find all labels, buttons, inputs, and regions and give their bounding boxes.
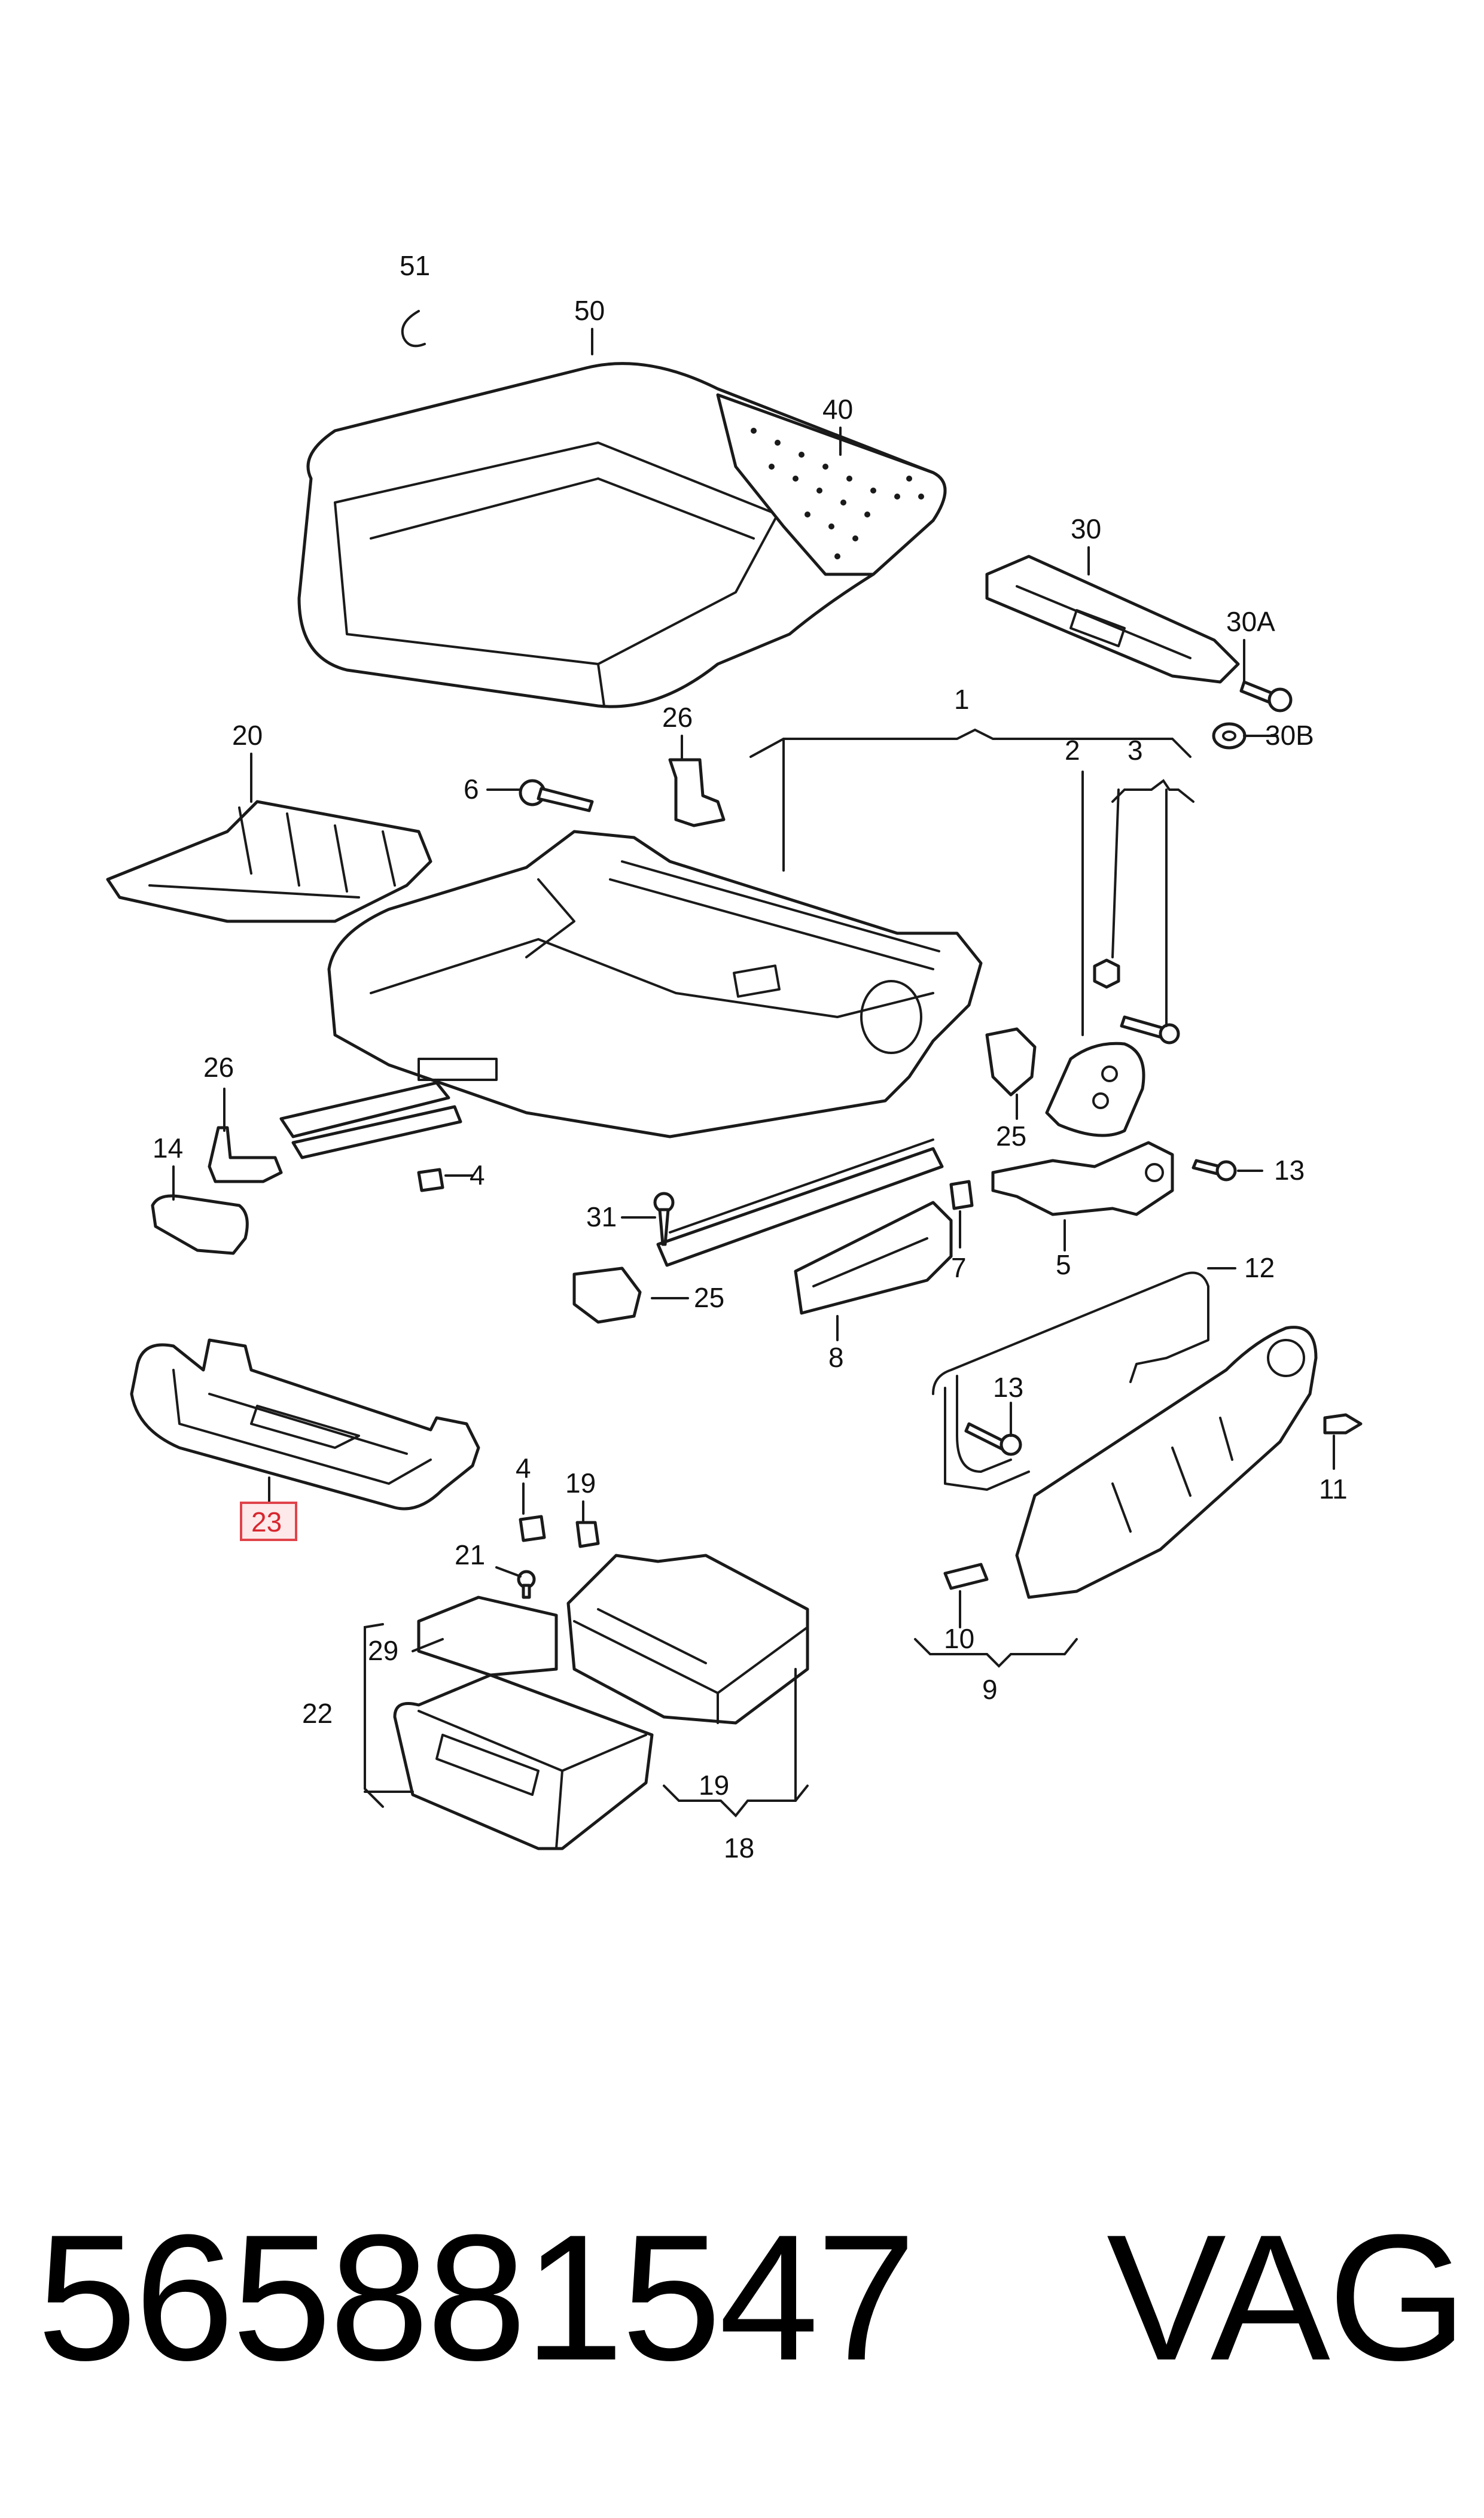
label-30b: 30B xyxy=(1265,720,1314,751)
label-9: 9 xyxy=(982,1674,998,1705)
part-30b-nut xyxy=(1212,722,1247,750)
callout-labels: 51 50 40 30 30A 30B 20 26 6 1 2 3 26 14 … xyxy=(153,250,1348,1864)
label-21: 21 xyxy=(455,1539,485,1570)
label-30: 30 xyxy=(1071,513,1101,544)
part-30-bracket xyxy=(985,555,1240,684)
part-7-clip xyxy=(949,1180,974,1210)
part-25-clip-right xyxy=(985,1027,1037,1097)
part-40-seat-insert xyxy=(716,393,947,576)
part-3-fasteners xyxy=(1093,958,1180,1045)
part-23-tray xyxy=(130,1338,480,1511)
label-12: 12 xyxy=(1244,1252,1275,1283)
part-14-cap xyxy=(151,1194,249,1255)
part-26-clip-lower xyxy=(208,1126,283,1183)
part-22-drawer xyxy=(393,1673,654,1850)
part-1-seat-frame xyxy=(327,830,983,1138)
label-4-upper: 4 xyxy=(516,1453,531,1484)
label-29: 29 xyxy=(368,1635,398,1666)
label-11: 11 xyxy=(1319,1473,1348,1505)
part-30a-screw xyxy=(1239,680,1293,713)
part-13-screw-lower xyxy=(964,1422,1022,1456)
label-13-upper: 13 xyxy=(1274,1155,1305,1186)
part-13-screw-upper xyxy=(1192,1159,1237,1182)
leader-lines xyxy=(172,328,1335,1817)
part-9-side-panel xyxy=(1015,1326,1318,1599)
part-18-drawer-housing xyxy=(566,1554,809,1725)
label-50: 50 xyxy=(574,295,605,326)
part-21-bolt xyxy=(517,1570,536,1599)
part-5-bracket xyxy=(991,1141,1174,1216)
part-25-clip-lower xyxy=(572,1266,642,1324)
part-12-wire-frame xyxy=(932,1271,1209,1491)
label-6: 6 xyxy=(464,774,479,805)
part-10-clip xyxy=(943,1563,989,1590)
part-6-bolt xyxy=(519,779,594,812)
brand-label: VAG xyxy=(1107,2197,1467,2398)
label-22: 22 xyxy=(302,1698,333,1729)
label-18: 18 xyxy=(724,1832,754,1864)
label-1: 1 xyxy=(954,684,970,715)
part-seat-rail-right xyxy=(656,1138,944,1267)
label-26-upper: 26 xyxy=(662,702,693,733)
label-13-lower: 13 xyxy=(993,1372,1023,1403)
highlight-box-23 xyxy=(240,1502,297,1541)
part-4-clip-upper xyxy=(519,1515,546,1542)
part-26-clip-upper xyxy=(668,758,726,827)
label-7: 7 xyxy=(951,1252,967,1283)
part-20-seat-mat xyxy=(106,800,432,923)
label-20: 20 xyxy=(232,720,263,751)
label-8: 8 xyxy=(828,1342,844,1373)
label-30a: 30A xyxy=(1226,606,1275,637)
part-29-pad xyxy=(417,1596,558,1677)
label-5: 5 xyxy=(1056,1249,1071,1280)
label-19-group: 19 xyxy=(699,1770,729,1801)
label-3: 3 xyxy=(1128,735,1143,766)
part-4-clip-small xyxy=(417,1168,444,1192)
label-4-lower: 4 xyxy=(470,1159,485,1191)
label-31: 31 xyxy=(586,1201,617,1232)
part-31-screw xyxy=(653,1192,675,1246)
part-seat-rail-left xyxy=(279,1081,462,1159)
label-19-pin: 19 xyxy=(565,1467,596,1499)
label-23-highlighted: 23 xyxy=(251,1506,282,1537)
part-51-clip xyxy=(401,310,426,348)
label-2: 2 xyxy=(1065,735,1080,766)
label-14: 14 xyxy=(153,1132,183,1164)
label-10: 10 xyxy=(944,1623,974,1654)
label-51: 51 xyxy=(400,250,430,281)
label-25-right: 25 xyxy=(996,1121,1026,1152)
part-11-clip xyxy=(1323,1413,1363,1435)
label-40: 40 xyxy=(822,394,853,425)
label-25-lower: 25 xyxy=(694,1282,724,1313)
label-26-lower: 26 xyxy=(203,1052,234,1083)
part-8-trim xyxy=(794,1201,953,1315)
part-2-adjuster xyxy=(1045,1042,1145,1137)
part-19-push-pin xyxy=(575,1521,600,1548)
part-number: 565881547 xyxy=(37,2197,916,2398)
